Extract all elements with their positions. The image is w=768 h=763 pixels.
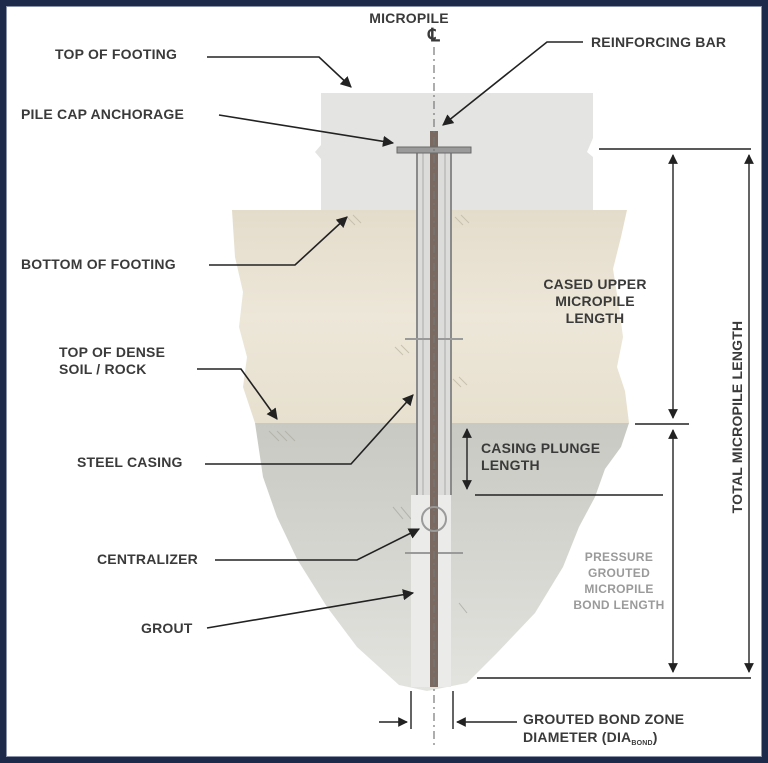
rock-hatching	[268, 430, 468, 614]
leader-top-of-dense	[197, 368, 278, 420]
total-length-label: TOTAL MICROPILE LENGTH	[729, 321, 745, 514]
diagram-frame: MICROPILE ℄ TOP OF FOOTING PILE CAP ANCH…	[6, 6, 762, 757]
top-of-dense-label-1: TOP OF DENSE	[59, 344, 165, 360]
casing-plunge-label-1: CASING PLUNGE	[481, 440, 600, 456]
casing-plunge-label-2: LENGTH	[481, 457, 540, 473]
leader-pile-cap	[218, 114, 395, 147]
pile-cap-anchorage-label: PILE CAP ANCHORAGE	[21, 106, 184, 122]
soil-hatching	[346, 214, 470, 388]
dimension-lines	[379, 148, 754, 729]
reinforcing-bar-label: REINFORCING BAR	[591, 34, 726, 50]
grout-label: GROUT	[141, 620, 193, 636]
grouted-bond-label-2: DIAMETER (DIABOND)	[523, 729, 658, 747]
bottom-of-footing-label: BOTTOM OF FOOTING	[21, 256, 176, 272]
cased-upper-label-3: LENGTH	[566, 310, 625, 326]
pressure-label-4: BOND LENGTH	[573, 598, 664, 612]
leader-top-of-footing	[207, 56, 352, 88]
leader-bottom-of-footing	[209, 216, 348, 266]
micropile-label: MICROPILE	[369, 10, 449, 26]
cased-upper-label-2: MICROPILE	[555, 293, 635, 309]
centerline-symbol: ℄	[427, 25, 440, 45]
centralizer-ring	[421, 506, 447, 532]
cased-upper-label-1: CASED UPPER	[543, 276, 646, 292]
leader-centralizer	[215, 528, 421, 561]
pressure-label-3: MICROPILE	[584, 582, 653, 596]
steel-casing-label: STEEL CASING	[77, 454, 183, 470]
top-of-footing-label: TOP OF FOOTING	[55, 46, 177, 62]
leader-steel-casing	[205, 394, 414, 465]
grouted-bond-label-1: GROUTED BOND ZONE	[523, 711, 684, 727]
leader-grout	[206, 589, 415, 629]
top-of-dense-label-2: SOIL / ROCK	[59, 361, 147, 377]
micropile-diagram: MICROPILE ℄ TOP OF FOOTING PILE CAP ANCH…	[21, 10, 754, 749]
leader-arrows	[197, 41, 583, 629]
centralizer-label: CENTRALIZER	[97, 551, 198, 567]
pressure-label-1: PRESSURE	[585, 550, 653, 564]
pressure-label-2: GROUTED	[588, 566, 650, 580]
leader-reinforcing-bar	[442, 41, 583, 126]
